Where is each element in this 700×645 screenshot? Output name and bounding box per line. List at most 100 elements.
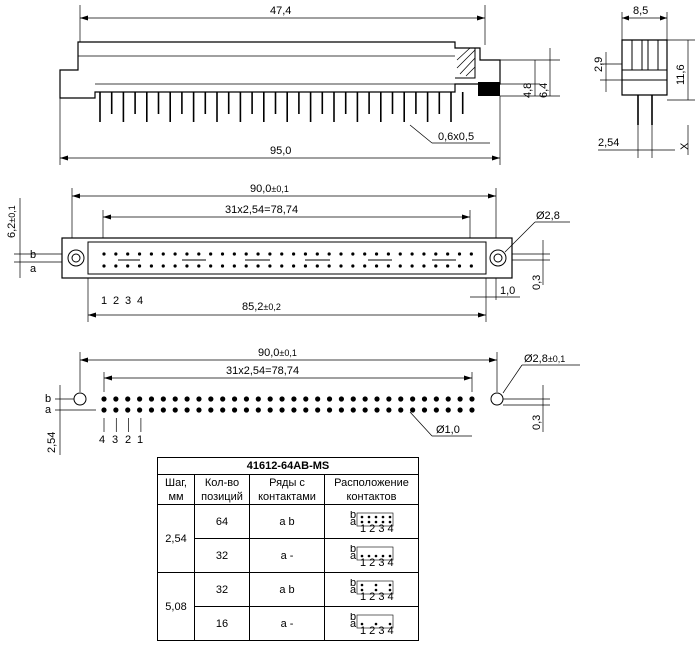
contact-a — [374, 264, 379, 268]
contact-a — [446, 264, 450, 268]
contact-b — [280, 252, 284, 256]
table-title: 41612-64AB-MS — [157, 457, 419, 475]
contact-b — [339, 252, 343, 256]
contact-b — [244, 252, 248, 256]
pad-a — [303, 407, 309, 413]
pad-a — [208, 407, 214, 413]
pad-b — [303, 396, 309, 402]
side-view: 47,4 95,0 0,6x0,5 4,8 — [59, 5, 560, 165]
header-layout: Расположение контактов — [324, 474, 419, 505]
svg-text:a: a — [350, 550, 357, 562]
pad-b — [291, 396, 297, 402]
pin-2-front: 2 — [113, 295, 119, 307]
pad-b — [208, 396, 214, 402]
pad-b — [469, 396, 475, 402]
contact-a — [410, 264, 414, 268]
pad-a — [172, 407, 178, 413]
dim-span-front: 31x2,54=78,74 — [225, 204, 298, 216]
contact-b — [386, 252, 390, 256]
svg-text:1 2 3 4: 1 2 3 4 — [360, 557, 394, 567]
contact-a — [102, 264, 106, 268]
contact-b — [173, 252, 177, 256]
dim-2-9: 2,9 — [593, 57, 605, 72]
contact-a — [161, 264, 165, 268]
dim-4-8: 4,8 — [522, 83, 534, 98]
header-pitch: Шаг, мм — [157, 474, 195, 505]
row-a-pcb: a — [45, 404, 52, 416]
contact-b — [102, 252, 106, 256]
dim-0-3-front: 0,3 — [531, 275, 543, 290]
pad-a — [196, 407, 202, 413]
contact-a — [126, 264, 130, 268]
pad-a — [255, 407, 261, 413]
contact-a — [268, 264, 272, 268]
pad-b — [326, 396, 333, 402]
cell-pitch-2: 5,08 — [157, 572, 195, 641]
pad-a — [101, 407, 107, 413]
contact-b — [315, 252, 319, 256]
pad-a — [291, 407, 297, 413]
cell-count: 16 — [194, 606, 250, 641]
svg-text:b: b — [350, 579, 356, 589]
pad-b — [243, 396, 250, 402]
dim-1-0: 1,0 — [500, 285, 515, 297]
svg-text:1 2 3 4: 1 2 3 4 — [360, 591, 394, 601]
svg-text:a: a — [350, 584, 357, 596]
dim-2-54-end: 2,54 — [598, 137, 619, 149]
pad-b — [267, 396, 273, 402]
svg-text:a: a — [350, 618, 357, 630]
pin-3-pcb: 3 — [112, 434, 118, 446]
pad-b — [445, 396, 451, 402]
dim-90-front: 90,0±0,1 — [250, 183, 289, 195]
pin-3-front: 3 — [125, 295, 131, 307]
cell-rows: a - — [249, 606, 325, 641]
svg-text:1 2 3 4: 1 2 3 4 — [360, 625, 394, 635]
contact-b — [126, 252, 130, 256]
pad-b — [113, 396, 119, 402]
contact-a — [137, 264, 142, 268]
pad-b — [160, 396, 166, 402]
contact-a — [303, 264, 308, 268]
pad-b — [374, 396, 380, 402]
contact-b — [410, 252, 414, 256]
side-pins — [99, 92, 464, 122]
pad-a — [326, 407, 333, 413]
pin-1-front: 1 — [101, 295, 107, 307]
pad-b — [172, 396, 178, 402]
layout-mini-ab-508: ba 1 2 3 4 — [350, 579, 394, 601]
contact-a — [244, 264, 248, 268]
contact-a — [434, 264, 438, 268]
pcb-pads — [101, 396, 475, 432]
pad-a — [231, 407, 238, 413]
dim-0-3-pcb: 0,3 — [531, 415, 543, 430]
contact-b — [398, 252, 402, 256]
contact-a — [327, 264, 331, 268]
cell-count: 32 — [194, 538, 250, 573]
dim-47-4: 47,4 — [270, 5, 291, 17]
pad-a — [137, 407, 143, 413]
pad-a — [220, 407, 226, 413]
contact-b — [374, 252, 379, 256]
pad-b — [196, 396, 202, 402]
end-view: 8,5 2,9 11,6 X 2,54 — [593, 5, 695, 158]
pad-b — [350, 396, 356, 402]
contact-a — [398, 264, 402, 268]
pad-a — [160, 407, 166, 413]
pin-2-pcb: 2 — [125, 434, 131, 446]
contact-b — [292, 252, 296, 256]
pcb-view: 90,0±0,1 31x2,54=78,74 Ø2,8±0,1 b a 2,54… — [45, 347, 580, 455]
contact-a — [339, 264, 343, 268]
pad-b — [421, 396, 428, 402]
dim-90-pcb: 90,0±0,1 — [258, 347, 297, 359]
pin-4-front: 4 — [137, 295, 143, 307]
pad-b — [433, 396, 439, 402]
pad-a — [350, 407, 356, 413]
contact-b — [422, 252, 426, 256]
contact-b — [434, 252, 438, 256]
pad-b — [231, 396, 238, 402]
pad-a — [410, 407, 416, 413]
